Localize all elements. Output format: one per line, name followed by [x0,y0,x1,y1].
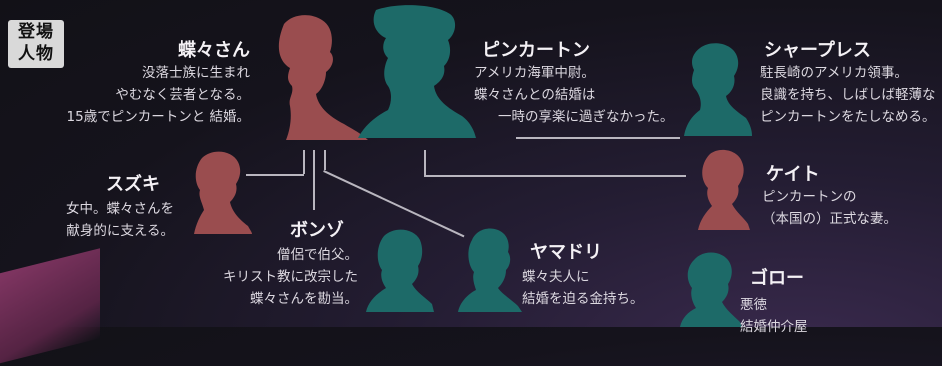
connector-line [303,150,305,174]
character-desc-sharpless: 駐長崎のアメリカ領事。 良識を持ち、しばしば軽薄な ピンカートンをたしなめる。 [760,65,936,125]
connector-line [424,150,426,175]
character-desc-pinkerton: アメリカ海軍中尉。 蝶々さんとの結婚は 一時の享楽に過ぎなかった。 [474,65,674,125]
connector-line [424,175,686,177]
character-name-chocho: 蝶々さん [178,40,250,61]
character-desc-suzuki: 女中。蝶々さんを 献身的に支える。 [66,201,174,239]
suzuki-silhouette [194,151,252,234]
cast-chart: 登場 人物 蝶々さん 没落士族に生まれ やむなく芸者とな [0,5,936,366]
connector-line [516,137,680,139]
yamadori-silhouette [458,228,522,312]
character-desc-goro: 悪徳 結婚仲介屋 [740,297,808,335]
character-desc-yamadori: 蝶々夫人に 結婚を迫る金持ち。 [522,269,644,307]
cast-badge: 登場 人物 [8,20,64,68]
connector-line [313,150,315,210]
badge-line-2: 人物 [18,44,54,64]
sharpless-silhouette [684,43,752,136]
connector-line [324,150,326,170]
character-desc-kate: ピンカートンの （本国の）正式な妻。 [762,189,897,227]
badge-line-1: 登場 [18,22,54,42]
character-desc-chocho: 没落士族に生まれ やむなく芸者となる。 15歳でピンカートンと 結婚。 [66,65,250,125]
pinkerton-silhouette [358,5,476,138]
character-name-bonze: ボンゾ [290,220,344,241]
decorative-stripe [0,248,100,366]
connector-line [246,174,304,176]
character-name-goro: ゴロー [750,268,804,289]
character-name-sharpless: シャープレス [764,40,871,61]
connector-line [323,170,465,237]
character-name-pinkerton: ピンカートン [482,40,590,61]
chocho-silhouette [278,15,368,140]
bonze-silhouette [366,229,434,312]
goro-silhouette [680,252,742,327]
character-name-yamadori: ヤマドリ [530,242,602,263]
kate-silhouette [698,149,750,230]
character-desc-bonze: 僧侶で伯父。 キリスト教に改宗した 蝶々さんを勘当。 [223,247,358,307]
character-name-suzuki: スズキ [106,174,160,195]
character-name-kate: ケイト [766,164,820,185]
